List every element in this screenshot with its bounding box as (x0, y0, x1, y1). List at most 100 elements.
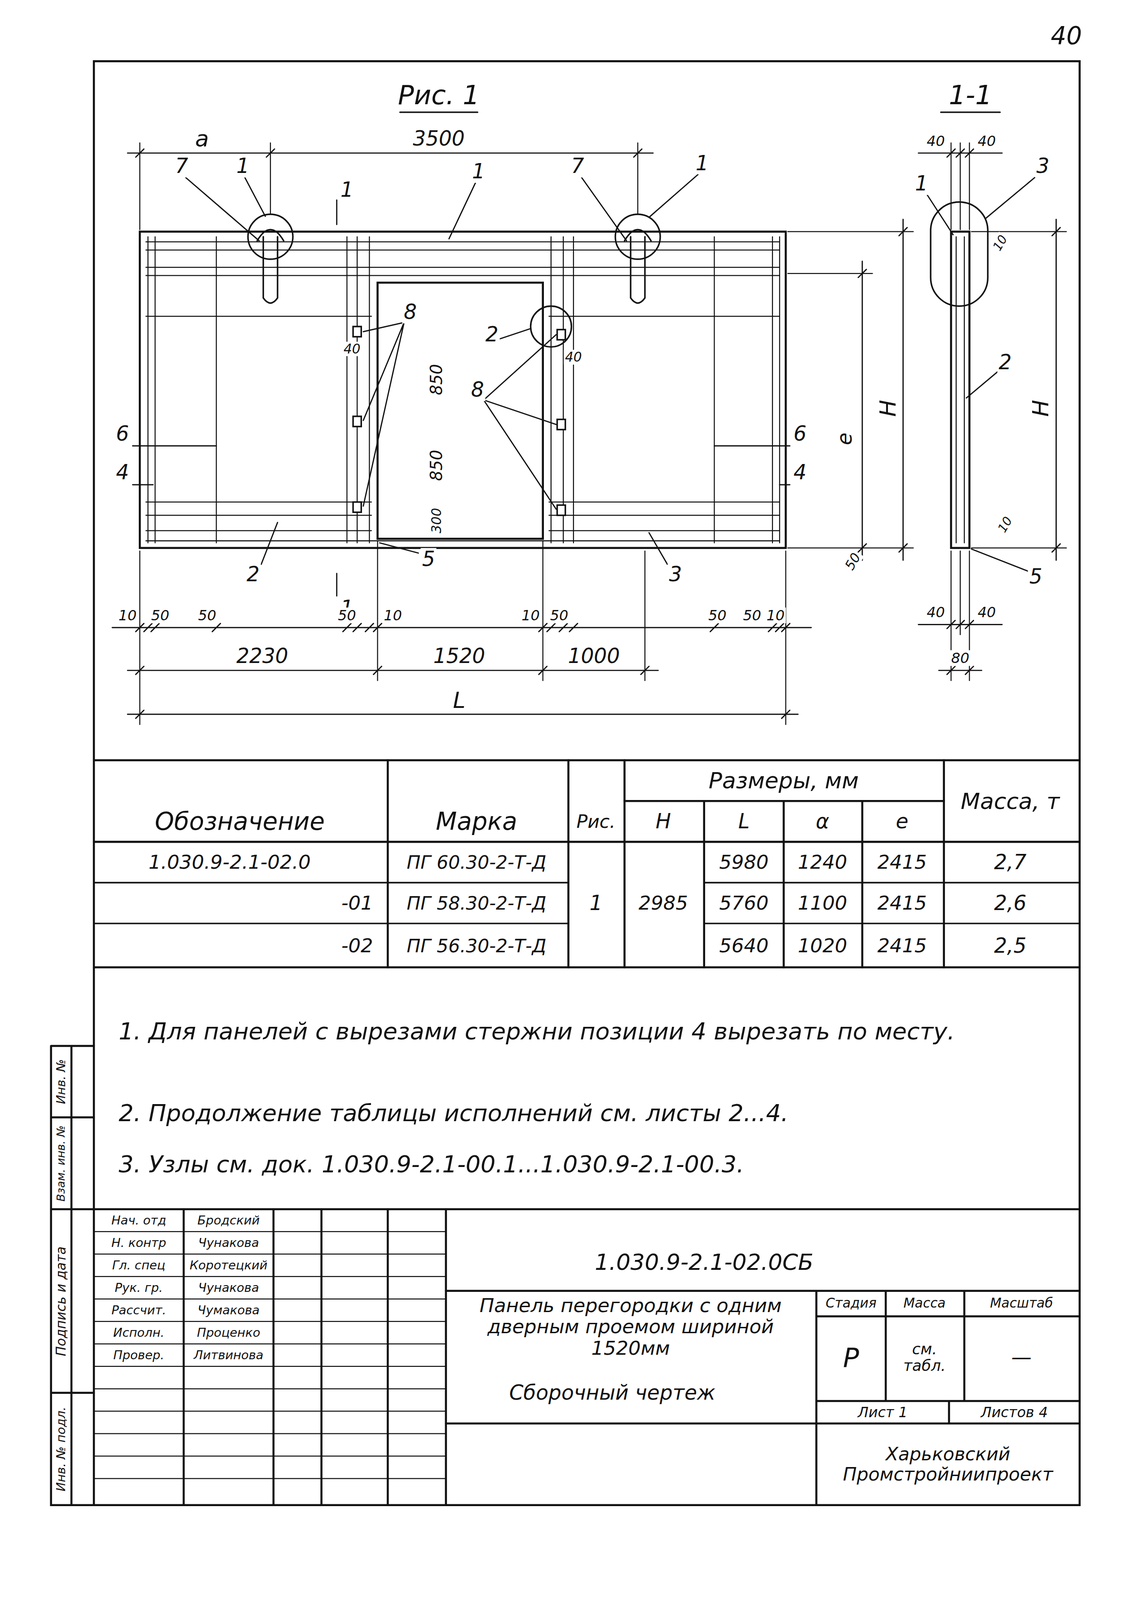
drawing-stroke (530, 306, 572, 348)
leader-lines (132, 174, 1035, 596)
drawing-label: 8 (402, 300, 419, 324)
drawing-stroke (93, 1231, 446, 1479)
table-cell: Обозначение (153, 808, 327, 835)
section-view (930, 202, 988, 548)
title-block-text: Чунакова (196, 1280, 261, 1295)
drawing-label: 40 (976, 132, 998, 149)
drawing-label: 3 (1035, 154, 1051, 178)
drawing-label: 1-1 (947, 80, 994, 110)
table-cell: 1.030.9-2.1-02.0 (147, 851, 313, 874)
drawing-label: 10 (382, 607, 403, 624)
title-block-text: Р (841, 1342, 861, 1372)
drawing-label: 10 (989, 231, 1011, 255)
drawing-label: 10 (117, 607, 138, 624)
drawing-stroke (139, 231, 786, 548)
drawing-label: 50 (336, 607, 358, 624)
title-underlines (400, 111, 1001, 113)
sheet-frame (51, 61, 1080, 1505)
dimension-line (938, 666, 982, 675)
drawing-stroke (930, 202, 988, 307)
table-cell: 5640 (717, 935, 770, 957)
table-cell: Н (654, 810, 673, 833)
drawing-stroke (335, 199, 338, 596)
drawing-label: 40 (342, 341, 363, 357)
title-block-text: Инв. № подл. (54, 1405, 68, 1493)
drawing-stroke (615, 214, 661, 260)
note-text: 2. Продолжение таблицы исполнений см. ли… (117, 1099, 1065, 1126)
drawing-label: 1 (694, 152, 711, 175)
drawing-stroke (257, 229, 284, 304)
drawing-stroke (132, 445, 790, 485)
drawing-label: 40 (1049, 22, 1084, 50)
title-block-text: Гл. спец (110, 1258, 167, 1272)
drawing-stroke (951, 231, 970, 548)
drawing-label: 850 (427, 362, 446, 397)
title-block-text: Рук. гр. (113, 1280, 165, 1295)
drawing-stroke (93, 1209, 1080, 1506)
table-cell: Масса, т (947, 788, 1073, 814)
drawing-stroke (624, 229, 651, 304)
table-cell: 5760 (717, 892, 770, 914)
drawing-stroke (557, 504, 566, 516)
table-cell: ПГ 56.30-2-Т-Д (405, 936, 548, 957)
drawing-label: 6 (792, 422, 809, 446)
table-cell: L (737, 810, 751, 833)
title-block-text: Н. контр (110, 1236, 168, 1250)
title-block-text: Взам. инв. № (55, 1123, 68, 1203)
drawing-label: 50 (196, 607, 218, 624)
drawing-stroke (363, 322, 405, 507)
table-cell: -01 (339, 892, 375, 914)
drawing-label: Рис. 1 (396, 80, 482, 110)
drawing-label: 3 (667, 563, 684, 586)
title-block-text: Чунакова (196, 1236, 261, 1250)
dimension-line (899, 219, 908, 561)
drawing-stroke (387, 759, 944, 967)
title-block-text: Провер. (111, 1348, 166, 1362)
drawing-stroke (139, 142, 1067, 725)
drawing-label: а (194, 126, 211, 151)
title-block-text: Чумакова (196, 1303, 261, 1317)
drawing-label: Н (875, 398, 901, 419)
table-cell: 2415 (875, 851, 928, 874)
table-cell: 2,6 (992, 891, 1028, 915)
panel-outline (139, 231, 786, 548)
drawing-label: 50 (841, 549, 865, 574)
title-block-text: Проценко (195, 1325, 262, 1340)
table-cell: е (894, 810, 910, 833)
dimension-line (1051, 219, 1060, 561)
dimension-line (918, 620, 1003, 629)
drawing-label: 2230 (234, 644, 290, 668)
drawing-stroke (93, 759, 1080, 967)
title-block-text: Сборочный чертеж (507, 1381, 717, 1405)
title-block-text: Исполн. (111, 1325, 166, 1340)
drawing-label: 4 (792, 461, 809, 484)
drawing-stroke (926, 177, 1035, 572)
drawing-stroke (400, 111, 1001, 113)
drawing-label: 300 (429, 506, 444, 535)
table-cell: 2415 (875, 935, 928, 957)
drawing-stroke (353, 326, 362, 337)
drawing-label: 50 (149, 607, 171, 624)
dimension-line (858, 261, 867, 561)
embedded-parts (353, 326, 566, 516)
drawing-label: 10 (764, 607, 786, 624)
drawing-label: 4 (114, 461, 131, 484)
drawing-label: 1 (234, 154, 251, 178)
note-text: 3. Узлы см. док. 1.030.9-2.1-00.1...1.03… (117, 1151, 1065, 1178)
title-block-text: Листов 4 (979, 1404, 1050, 1421)
table-cell: Размеры, мм (707, 768, 861, 794)
drawing-label: 10 (994, 513, 1016, 536)
drawing-label: 1520 (432, 644, 487, 668)
drawing-label: 40 (563, 349, 584, 365)
drawing-label: 1 (913, 172, 930, 195)
drawing-label: 40 (976, 604, 998, 621)
drawing-stroke (557, 419, 566, 430)
drawing-label: 1 (470, 160, 487, 183)
drawing-stroke (185, 174, 699, 241)
title-block-text: Рассчит. (110, 1303, 168, 1317)
drawing-stroke (499, 328, 531, 339)
dimension-lines (112, 149, 1061, 719)
drawing-label: 2 (484, 323, 500, 346)
table-cell: 2415 (875, 892, 928, 914)
